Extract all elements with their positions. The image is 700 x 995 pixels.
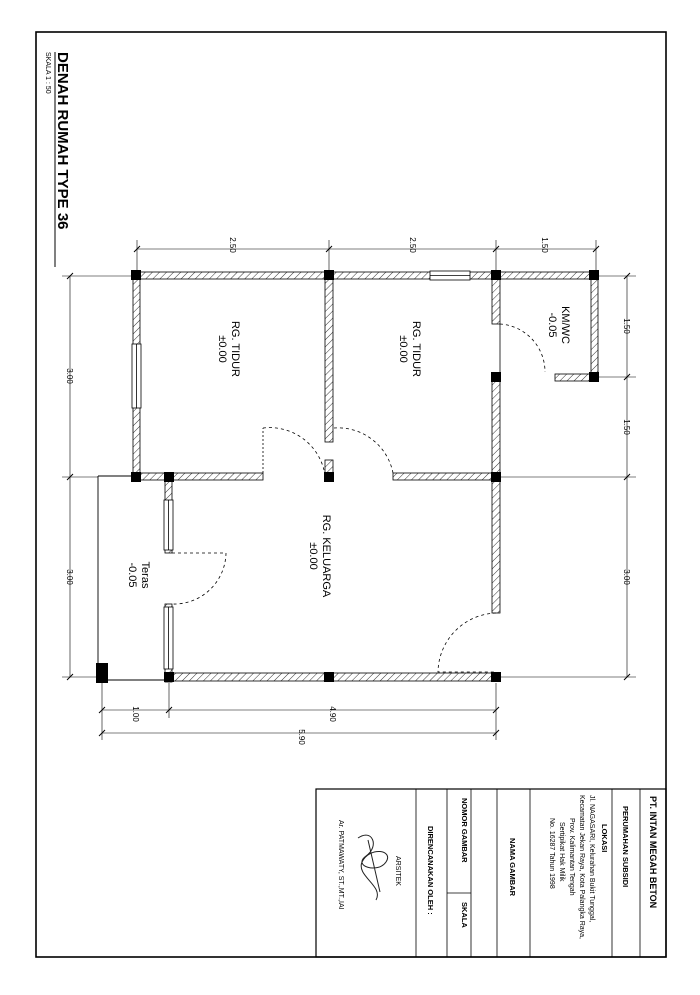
room-level: ±0.00 [307, 542, 319, 569]
column [491, 372, 501, 382]
column [164, 472, 174, 482]
room-terrace: Teras -0.05 [126, 562, 151, 589]
architect-name: Ar. PATMAWATY, ST.,MT.,IAI [337, 820, 344, 910]
room-level: -0.05 [126, 562, 138, 587]
dim-top-3: 1.50 [540, 237, 549, 253]
column [324, 472, 334, 482]
terrace-outline [97, 475, 165, 681]
address-line: Jl. NAGASARI, Kelurahan Bukit Tunggal, [588, 795, 595, 922]
door-bedroom-a-swing [262, 427, 325, 471]
column [589, 372, 599, 382]
column [491, 472, 501, 482]
dim-left-1: 3.00 [65, 368, 74, 384]
door-bedroom-b-swing [333, 427, 394, 474]
dim-right-2: 1.50 [622, 419, 631, 435]
room-label: RG. TIDUR [229, 321, 241, 377]
dim-right-3: 3.00 [622, 569, 631, 585]
room-bathroom: KM/WC -0.05 [546, 306, 571, 344]
dimension-ticks [66, 245, 631, 737]
room-label: RG. TIDUR [410, 321, 422, 377]
drawing-scale: SKALA 1 : 50 [44, 52, 51, 94]
architect-signature [357, 834, 389, 901]
drawing-title: DENAH RUMAH TYPE 36 [54, 52, 71, 230]
windows [131, 270, 471, 670]
wall-bath-right [590, 271, 599, 381]
dim-right-1: 1.50 [622, 318, 631, 334]
door-bath-swing [499, 323, 546, 373]
drawing-title-block: DENAH RUMAH TYPE 36 SKALA 1 : 50 [44, 52, 71, 267]
dim-top-1: 2.50 [228, 237, 237, 253]
title-block-text: PT. INTAN MEGAH BETON PERUMAHAN SUBSIDI … [337, 795, 658, 939]
column [131, 472, 141, 482]
dim-left-2: 3.00 [65, 569, 74, 585]
title-block [315, 788, 667, 958]
column [131, 270, 141, 280]
dimension-labels: 2.50 2.50 1.50 1.50 1.50 3.00 3.00 3.00 … [65, 237, 631, 745]
door-front-swing [171, 552, 227, 605]
columns [96, 270, 599, 683]
room-label: KM/WC [559, 306, 571, 344]
drawing-number-label: NOMOR GAMBAR [460, 798, 469, 863]
company-name: PT. INTAN MEGAH BETON [648, 796, 658, 908]
address-line: No. 16287 Tahun 1998 [548, 818, 555, 889]
dim-bottom-2: 4.90 [328, 706, 337, 722]
dim-bottom-total: 5.90 [297, 729, 306, 745]
project-name: PERUMAHAN SUBSIDI [621, 806, 630, 887]
column [164, 672, 174, 682]
wall-bedroom-a-bottom [132, 472, 264, 481]
room-family: RG. KELUARGA ±0.00 [307, 515, 332, 598]
dim-bottom-1: 1.00 [131, 706, 140, 722]
address-line: Prov. Kalimantan Tengah [568, 818, 575, 896]
scale-label: SKALA [460, 902, 469, 928]
room-bedroom-b: RG. TIDUR ±0.00 [397, 321, 422, 377]
title-block-frame [315, 788, 667, 958]
column [96, 663, 108, 683]
address-line: Sertipikat Hak Milik [558, 822, 565, 882]
column [491, 270, 501, 280]
wall-family-right [491, 472, 501, 614]
room-level: ±0.00 [397, 335, 409, 362]
room-level: ±0.00 [216, 335, 228, 362]
address-line: Kecamatan Jekan Raya, Kota Palangka Raya… [578, 795, 585, 939]
wall-top-a [132, 271, 434, 280]
room-label: Teras [139, 562, 151, 589]
doors [171, 323, 546, 673]
column [589, 270, 599, 280]
column [324, 672, 334, 682]
wall-bedroom-divider-top [324, 271, 334, 443]
room-bedroom-a: RG. TIDUR ±0.00 [216, 321, 241, 377]
drawing-name-label: NAMA GAMBAR [508, 838, 517, 897]
wall-bedroom-b-bottom [392, 472, 501, 481]
column [491, 672, 501, 682]
column [324, 270, 334, 280]
wall-top-b [464, 271, 598, 280]
wall-bath-left-lower [491, 373, 501, 481]
location-label: LOKASI [600, 824, 609, 852]
room-label: RG. KELUARGA [320, 515, 332, 598]
designed-by-label: DIRENCANAKAN OLEH : [426, 826, 435, 915]
dim-top-2: 2.50 [408, 237, 417, 253]
architect-label: ARSITEK [394, 856, 401, 886]
room-level: -0.05 [546, 312, 558, 337]
door-rear-swing [437, 612, 497, 673]
